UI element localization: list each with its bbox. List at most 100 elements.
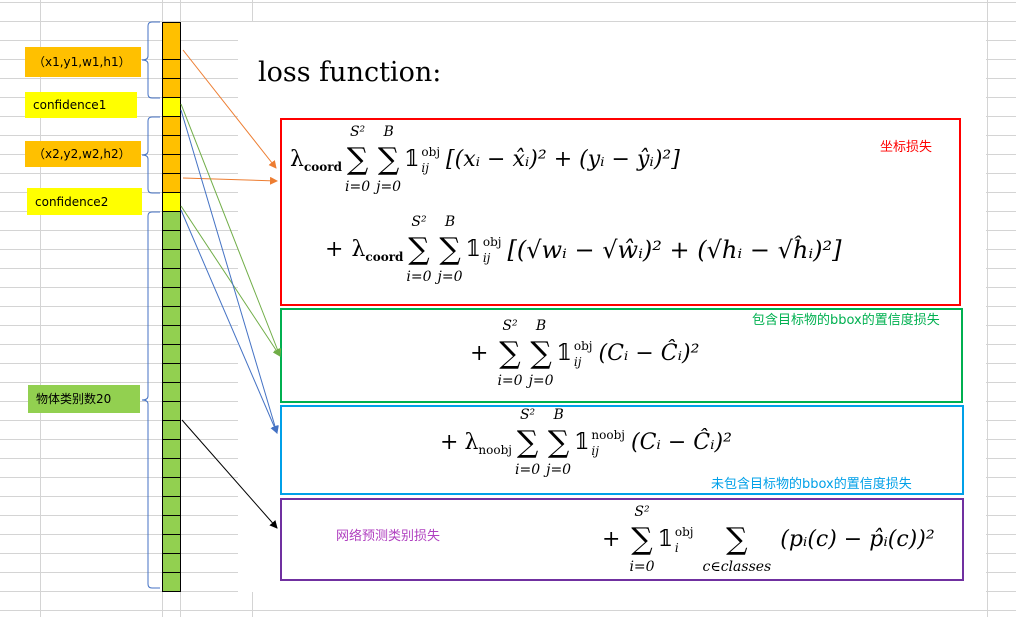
vector-cell-coord bbox=[162, 136, 181, 155]
vector-cell-class bbox=[162, 269, 181, 288]
vector-cell-class bbox=[162, 212, 181, 231]
superscript: obj bbox=[421, 145, 441, 159]
arrow-conf1-to-obj bbox=[180, 103, 282, 357]
lower-limit: i=0 bbox=[629, 559, 655, 575]
label-confidence2: confidence2 bbox=[27, 188, 142, 215]
upper-limit: S² bbox=[411, 214, 427, 230]
sum-symbol: ∑ bbox=[530, 336, 552, 371]
indicator-symbol: 𝟙 bbox=[404, 147, 420, 172]
brace-box1 bbox=[141, 21, 160, 99]
sum-symbol: ∑ bbox=[377, 142, 400, 177]
vector-cell-class bbox=[162, 554, 181, 573]
coord-loss-box bbox=[280, 118, 961, 306]
subscript: ij bbox=[421, 161, 429, 175]
indicator-symbol: 𝟙 bbox=[465, 237, 481, 262]
upper-limit: S² bbox=[502, 318, 518, 334]
superscript: obj bbox=[674, 525, 694, 539]
vector-cell-coord bbox=[162, 41, 181, 60]
subscript: i bbox=[674, 541, 679, 555]
subscript: ij bbox=[591, 444, 599, 458]
upper-limit: S² bbox=[634, 504, 650, 520]
note-obj-confidence: 包含目标物的bbox的置信度损失 bbox=[752, 313, 940, 328]
brace-classes bbox=[141, 211, 160, 589]
lambda-symbol: λ bbox=[290, 147, 304, 172]
lower-limit: i=0 bbox=[497, 373, 523, 389]
arrow-box1-to-coord bbox=[182, 49, 277, 169]
vector-cell-class bbox=[162, 478, 181, 497]
vector-cell-coord bbox=[162, 117, 181, 136]
subscript: coord bbox=[303, 160, 342, 174]
class-prob-term: (pᵢ(c) − p̂ᵢ(c))² bbox=[780, 527, 935, 552]
lower-limit: j=0 bbox=[376, 179, 402, 195]
grid-column-line bbox=[987, 0, 988, 617]
sum-symbol: ∑ bbox=[631, 522, 653, 557]
upper-limit: S² bbox=[349, 124, 366, 140]
arrow-conf2-to-obj bbox=[180, 205, 281, 357]
sum-symbol: ∑ bbox=[726, 522, 748, 557]
indicator-symbol: 𝟙 bbox=[556, 341, 572, 366]
vector-cell-coord bbox=[162, 60, 181, 79]
label-class-count: 物体类别数20 bbox=[28, 385, 140, 413]
lower-limit: i=0 bbox=[406, 269, 432, 285]
note-class-loss: 网络预测类别损失 bbox=[336, 529, 441, 544]
upper-limit: S² bbox=[519, 407, 536, 423]
vector-cell-class bbox=[162, 573, 181, 592]
lower-limit: i=0 bbox=[344, 179, 371, 195]
sum-symbol: ∑ bbox=[346, 142, 369, 177]
brace-box2 bbox=[141, 116, 160, 194]
lower-limit: c∈classes bbox=[702, 559, 772, 575]
subscript: ij bbox=[482, 251, 491, 265]
sum-symbol: ∑ bbox=[547, 425, 570, 460]
vector-cell-class bbox=[162, 516, 181, 535]
vector-cell-coord bbox=[162, 155, 181, 174]
arrow-box2-to-coord bbox=[182, 176, 278, 185]
vector-cell-class bbox=[162, 307, 181, 326]
vector-cell-class bbox=[162, 459, 181, 478]
plus: + bbox=[470, 341, 489, 366]
confidence-term: (Cᵢ − Ĉᵢ)² bbox=[631, 430, 732, 455]
confidence-term: (Cᵢ − Ĉᵢ)² bbox=[598, 341, 700, 366]
vector-cell-class bbox=[162, 383, 181, 402]
indicator-symbol: 𝟙 bbox=[574, 430, 590, 455]
vector-cell-class bbox=[162, 231, 181, 250]
vector-cell-class bbox=[162, 326, 181, 345]
lambda-symbol: λ bbox=[464, 430, 479, 455]
sum-symbol: ∑ bbox=[516, 425, 539, 460]
vector-cell-class bbox=[162, 535, 181, 554]
grid-column-line bbox=[40, 0, 41, 617]
upper-limit: B bbox=[444, 214, 456, 230]
vector-cell-class bbox=[162, 250, 181, 269]
superscript: obj bbox=[482, 235, 502, 249]
arrow-conf1-to-noobj bbox=[180, 109, 279, 434]
sum-symbol: ∑ bbox=[499, 336, 521, 371]
label-confidence1: confidence1 bbox=[25, 92, 137, 118]
lower-limit: j=0 bbox=[437, 269, 463, 285]
noobj-confidence-loss-box bbox=[280, 405, 964, 495]
vector-cell-class bbox=[162, 288, 181, 307]
plus: + bbox=[325, 237, 344, 262]
lower-limit: j=0 bbox=[546, 462, 572, 478]
vector-cell-class bbox=[162, 402, 181, 421]
vector-cell-coord bbox=[162, 79, 181, 98]
note-coord-loss: 坐标损失 bbox=[880, 140, 933, 155]
vector-cell-class bbox=[162, 440, 181, 459]
sum-symbol: ∑ bbox=[408, 232, 430, 267]
lambda-symbol: λ bbox=[351, 237, 366, 262]
note-noobj-confidence: 未包含目标物的bbox的置信度损失 bbox=[711, 477, 912, 492]
xy-term: [(xᵢ − x̂ᵢ)² + (yᵢ − ŷᵢ)²] bbox=[446, 147, 680, 172]
vector-cell-confidence bbox=[162, 98, 181, 117]
wh-term: [(√wᵢ − √ŵᵢ)² + (√hᵢ − √ĥᵢ)²] bbox=[507, 236, 842, 264]
indicator-symbol: 𝟙 bbox=[657, 527, 673, 552]
subscript: coord bbox=[365, 250, 404, 264]
label-box1-coords: （x1,y1,w1,h1） bbox=[25, 47, 141, 77]
page-title: loss function: bbox=[258, 57, 442, 88]
subscript: noobj bbox=[478, 443, 512, 457]
upper-limit: B bbox=[553, 407, 564, 423]
vector-cell-confidence bbox=[162, 193, 181, 212]
